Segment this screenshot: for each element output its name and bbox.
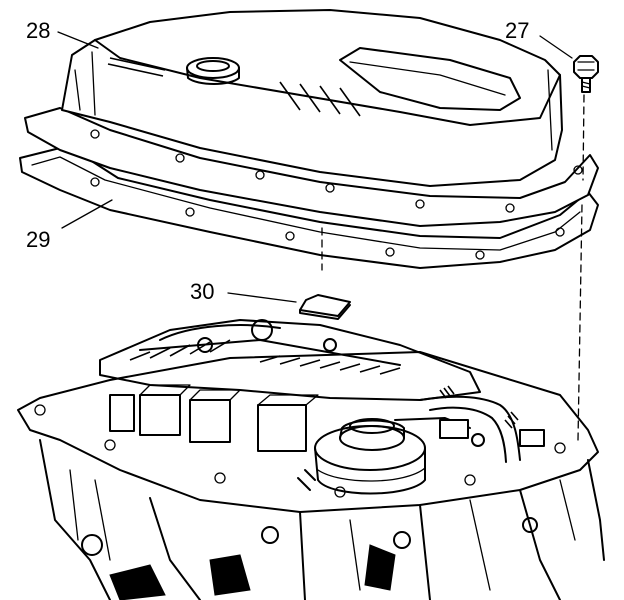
pan-bolt: [573, 55, 599, 93]
callout-leaders: [57, 31, 573, 303]
oil-pan: [24, 9, 599, 227]
filter-seal-pad: [299, 294, 351, 320]
alignment-lines: [321, 94, 585, 441]
valve-body-assembly: [99, 319, 545, 463]
transmission-case: [17, 351, 605, 600]
callout-29: 29: [26, 227, 50, 252]
pan-gasket: [19, 147, 599, 269]
callout-27: 27: [505, 18, 529, 43]
callout-28: 28: [26, 18, 50, 43]
accumulator-housing: [297, 418, 426, 495]
callout-30: 30: [190, 279, 214, 304]
